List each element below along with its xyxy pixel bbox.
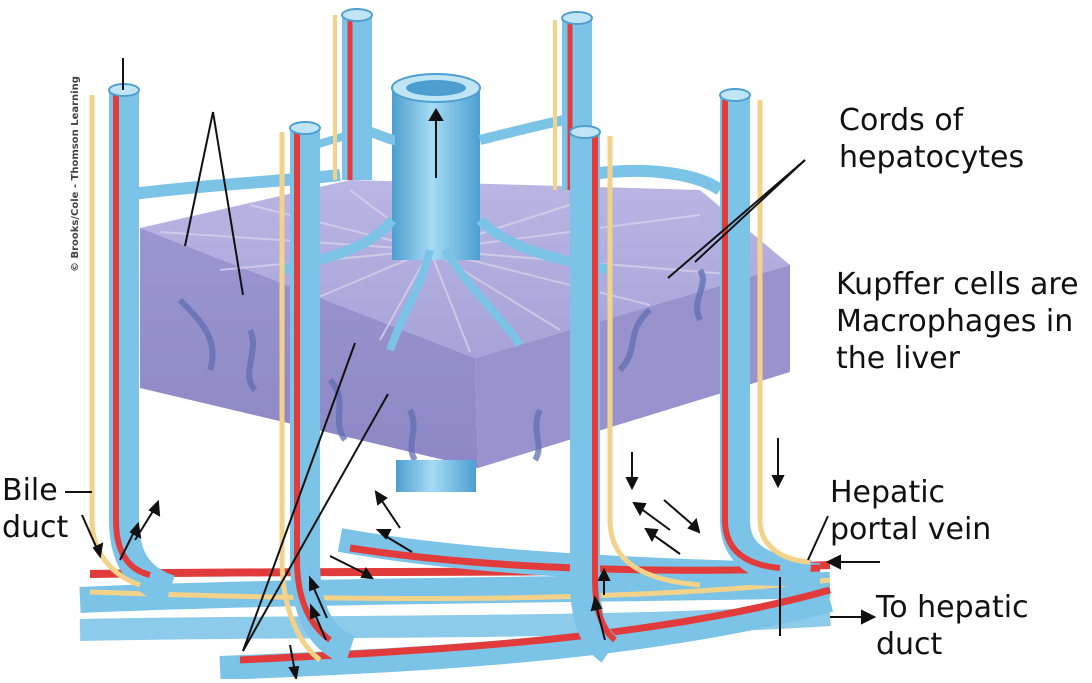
copyright-credit: © Brooks/Cole - Thomson Learning (70, 76, 81, 272)
label-line: duct (2, 510, 69, 545)
label-line: Cords of (839, 103, 964, 138)
label-bile-duct: Bile duct (2, 472, 68, 546)
pointer-line (212, 111, 244, 296)
central-vein (278, 73, 611, 492)
label-hepatic-portal-vein: Hepatic portal vein (830, 474, 991, 548)
label-cords-of-hepatocytes: Cords of hepatocytes (839, 102, 1024, 176)
pointer-line (694, 159, 806, 263)
pointer-line (807, 515, 829, 561)
label-line: the liver (836, 341, 960, 376)
flow-arrows (81, 108, 880, 681)
label-kupffer-cells: Kupffer cells are Macrophages in the liv… (836, 266, 1079, 377)
label-line: Bile (2, 473, 58, 508)
label-line: duct (876, 627, 943, 662)
label-line: Kupffer cells are (836, 267, 1079, 302)
label-line: Macrophages in (836, 304, 1074, 339)
pointer-lines (65, 58, 829, 652)
pointer-line (667, 159, 806, 279)
pointer-line (242, 342, 356, 652)
label-line: portal vein (830, 512, 992, 547)
bottom-vessels (79, 528, 834, 680)
label-line: To hepatic (876, 590, 1029, 625)
pointer-line (242, 393, 389, 652)
pointer-line (184, 111, 214, 247)
label-line: Hepatic (830, 475, 946, 510)
label-line: hepatocytes (839, 140, 1025, 175)
label-to-hepatic-duct: To hepatic duct (876, 589, 1029, 663)
